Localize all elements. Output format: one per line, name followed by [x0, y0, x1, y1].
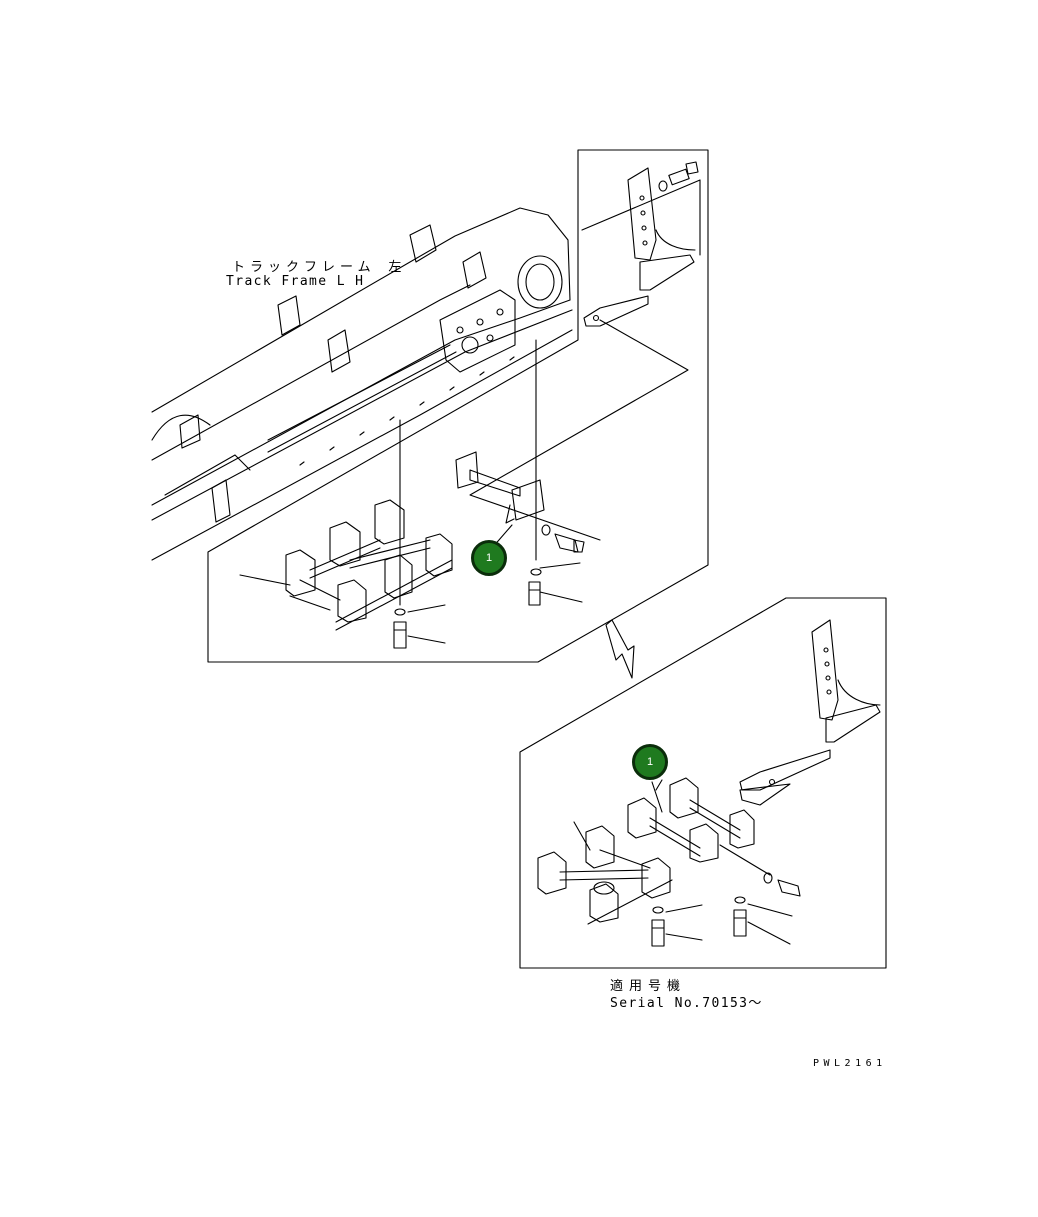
serial-label-en: Serial No.70153～	[610, 996, 763, 1011]
change-arrow	[605, 619, 635, 679]
roller-guard-lower	[627, 777, 801, 945]
lower-detail-frame	[519, 597, 887, 969]
drawing-code: PWL2161	[813, 1058, 887, 1069]
track-frame-body	[151, 207, 573, 561]
roller-cage-upper	[285, 499, 453, 649]
guard-bracket-upper	[583, 161, 699, 327]
part-callout-1-lower[interactable]: 1	[632, 744, 668, 780]
serial-label-jp: 適用号機	[610, 979, 687, 994]
callout-leader-lower	[651, 781, 663, 813]
roller-cage-lower	[537, 821, 703, 947]
part-callout-1-upper[interactable]: 1	[471, 540, 507, 576]
guard-bracket-lower	[739, 619, 881, 806]
roller-guard-upper	[455, 451, 585, 606]
track-frame-label-jp: トラックフレーム 左	[232, 260, 407, 275]
leader-lines	[239, 179, 701, 644]
track-frame-label-en: Track Frame L H	[226, 274, 365, 289]
upper-detail-frame	[207, 149, 709, 663]
